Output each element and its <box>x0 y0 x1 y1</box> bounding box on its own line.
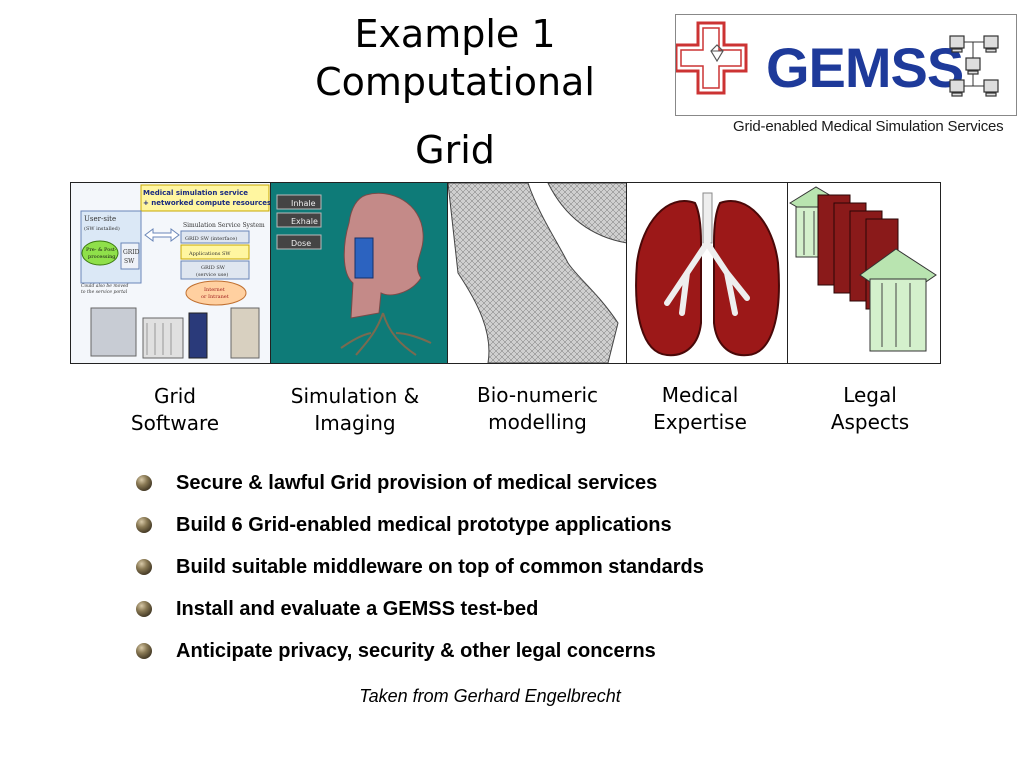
banner-line-2: + networked compute resources <box>143 199 271 207</box>
gemss-logo: GEMSS <box>675 14 1017 116</box>
bullet-icon <box>136 643 152 659</box>
logo-word: GEMSS <box>766 36 964 99</box>
medical-cross-icon <box>676 21 748 95</box>
lungs-graphic <box>627 183 788 363</box>
grid-label: GRID <box>123 249 140 256</box>
caption-line: Grid <box>154 384 196 408</box>
books-courthouse-graphic <box>788 183 940 363</box>
title-line-1: Example 1 <box>354 12 556 56</box>
bullet-text: Build 6 Grid-enabled medical prototype a… <box>176 513 672 536</box>
sw-installed-label: (SW installed) <box>84 225 120 232</box>
bullet-item: Anticipate privacy, security & other leg… <box>136 630 836 672</box>
head-simulation-graphic: Inhale Exhale Dose <box>271 183 448 363</box>
bullet-item: Install and evaluate a GEMSS test-bed <box>136 588 836 630</box>
caption-legal-aspects: Legal Aspects <box>800 382 940 436</box>
title-line-3: Grid <box>415 128 495 172</box>
caption-line: Software <box>130 411 220 435</box>
bullet-item: Build suitable middleware on top of comm… <box>136 546 836 588</box>
caption-line: Simulation & <box>290 384 420 408</box>
caption-line: Legal <box>843 383 897 407</box>
grid-sw2-label: GRID SW <box>201 265 226 271</box>
user-site-label: User-site <box>84 215 116 223</box>
caption-simulation-imaging: Simulation & Imaging <box>275 383 435 437</box>
bullet-text: Install and evaluate a GEMSS test-bed <box>176 597 539 620</box>
caption-bio-numeric: Bio-numeric modelling <box>455 382 620 436</box>
grid-software-image: Medical simulation service + networked c… <box>70 182 272 364</box>
server-racks-icon <box>90 307 260 359</box>
bullet-icon <box>136 559 152 575</box>
bullet-icon <box>136 601 152 617</box>
caption-medical-expertise: Medical Expertise <box>630 382 770 436</box>
interface-label: GRID SW (interface) <box>185 235 237 242</box>
bullet-icon <box>136 517 152 533</box>
internet-label: Internet <box>204 287 225 293</box>
bullet-item: Build 6 Grid-enabled medical prototype a… <box>136 504 836 546</box>
sim-service-label: Simulation Service System <box>183 222 265 229</box>
dose-button: Dose <box>291 239 311 248</box>
service-use-label: (service use) <box>196 271 228 278</box>
bullet-text: Secure & lawful Grid provision of medica… <box>176 471 658 494</box>
intranet-label: or Intranet <box>201 294 229 300</box>
sw-label: SW <box>124 258 135 265</box>
exhale-button: Exhale <box>291 217 318 226</box>
legal-aspects-image <box>787 182 941 364</box>
caption-line: Imaging <box>314 411 396 435</box>
pre-post-label: Pre- & Post- <box>86 247 117 253</box>
caption-line: Medical <box>661 383 739 407</box>
simulation-imaging-image: Inhale Exhale Dose <box>270 182 449 364</box>
applications-label: Applications SW <box>188 251 231 257</box>
grid-diagram: Medical simulation service + networked c… <box>71 183 271 363</box>
banner-line-1: Medical simulation service <box>143 189 248 197</box>
inhale-button: Inhale <box>291 199 316 208</box>
logo-subtitle: Grid-enabled Medical Simulation Services <box>733 118 1004 135</box>
caption-line: Bio-numeric <box>476 383 598 407</box>
bullet-item: Secure & lawful Grid provision of medica… <box>136 462 836 504</box>
service-portal-label: to the service portal <box>81 289 128 295</box>
network-computers-icon <box>949 35 999 97</box>
bullet-list: Secure & lawful Grid provision of medica… <box>136 462 836 672</box>
processing-label: processing <box>88 254 116 260</box>
could-move-label: Could also be moved <box>81 283 129 289</box>
caption-line: modelling <box>488 410 587 434</box>
title-line-2: Computational <box>315 60 595 104</box>
caption-line: Aspects <box>830 410 910 434</box>
medical-expertise-image <box>626 182 789 364</box>
caption-line: Expertise <box>653 410 747 434</box>
bullet-text: Build suitable middleware on top of comm… <box>176 555 704 578</box>
bullet-icon <box>136 475 152 491</box>
credit-text: Taken from Gerhard Engelbrecht <box>359 686 621 706</box>
caption-grid-software: Grid Software <box>100 383 250 437</box>
bio-numeric-modelling-image <box>447 182 628 364</box>
bullet-text: Anticipate privacy, security & other leg… <box>176 639 656 662</box>
mesh-model-graphic <box>448 183 627 363</box>
